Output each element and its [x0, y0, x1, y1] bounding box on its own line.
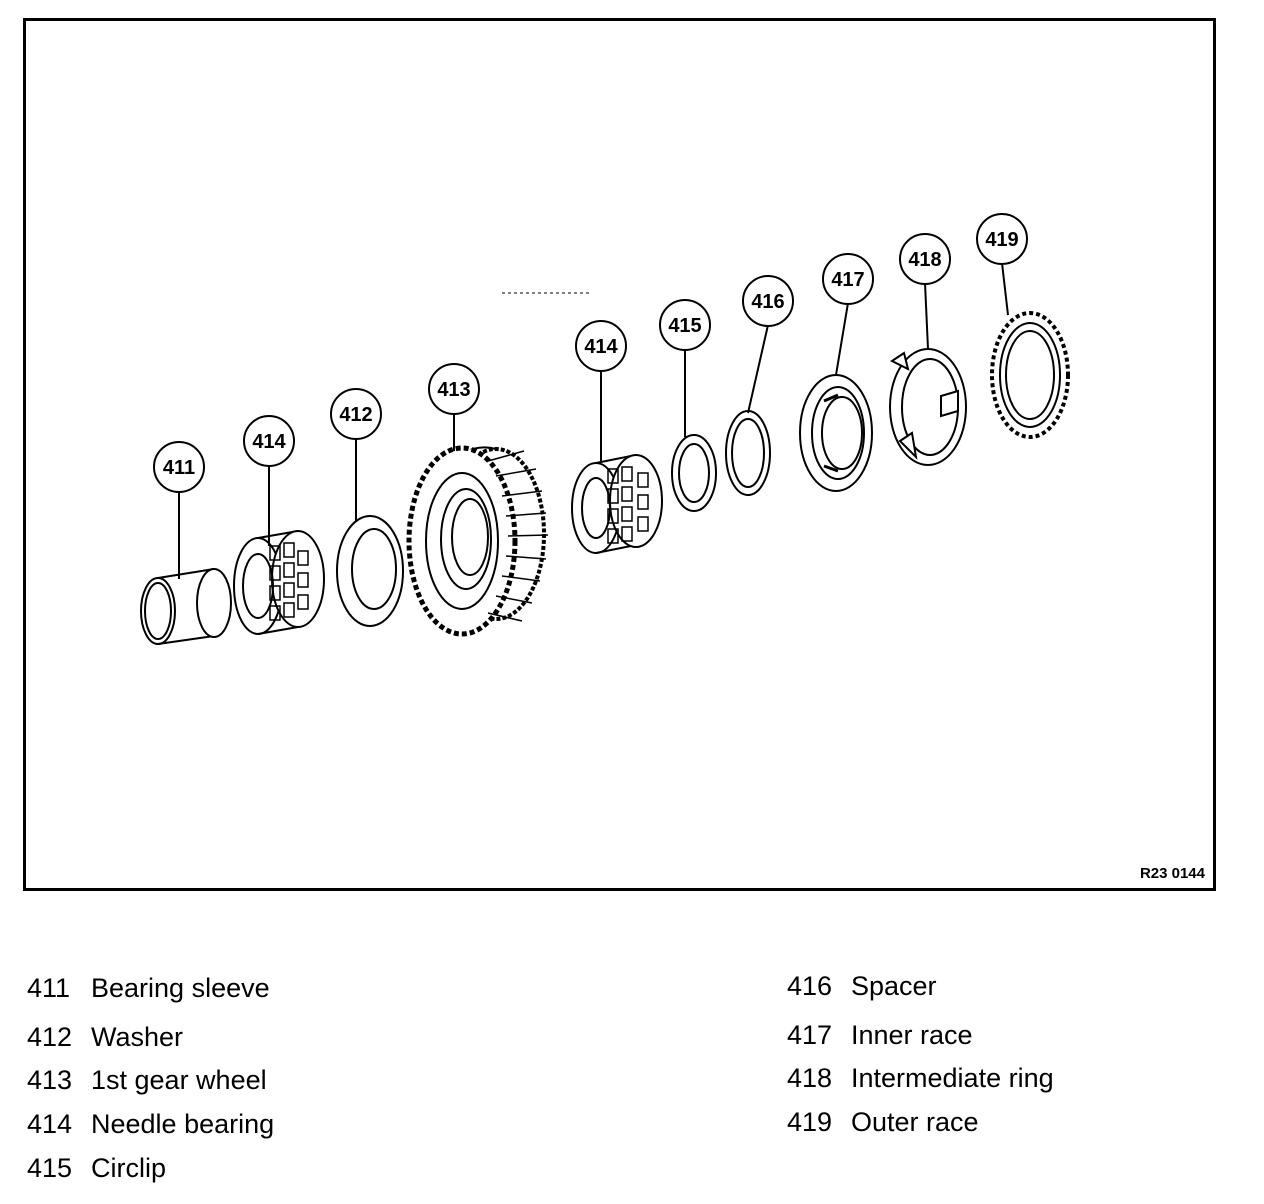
legend-number: 419: [787, 1107, 833, 1137]
callout-number: 411: [163, 457, 195, 479]
legend-item-412: 412 Washer: [27, 1021, 183, 1053]
needle-bearing-part-left: [233, 530, 325, 635]
callout-number: 415: [668, 315, 701, 337]
outer-race-part: [990, 311, 1070, 439]
circlip-part: [671, 434, 717, 512]
callout-circle: [575, 320, 627, 372]
callout-number: 416: [751, 291, 784, 313]
callout-419: 419: [976, 213, 1028, 265]
first-gear-wheel-part: [406, 445, 549, 637]
legend-label: Circlip: [91, 1153, 167, 1183]
callout-circle: [428, 363, 480, 415]
legend-item-415: 415 Circlip: [27, 1152, 166, 1184]
callout-number: 414: [252, 431, 286, 453]
legend-item-418: 418 Intermediate ring: [787, 1062, 1054, 1094]
callout-circle: [330, 388, 382, 440]
callout-circle: [742, 275, 794, 327]
legend-number: 416: [787, 971, 833, 1001]
callout-circle: [899, 233, 951, 285]
callout-circle: [243, 415, 295, 467]
spacer-part: [725, 410, 771, 496]
callout-418: 418: [899, 233, 951, 285]
legend-item-414: 414 Needle bearing: [27, 1108, 274, 1140]
callout-circle: [659, 299, 711, 351]
callout-413: 413: [428, 363, 480, 415]
callout-417: 417: [822, 253, 874, 305]
leader-lines: [178, 262, 1009, 579]
needle-bearing-part-right: [571, 454, 663, 554]
callout-circle: [976, 213, 1028, 265]
exploded-view-diagram: 411 414 412 413 414 415 416 417 418 419: [140, 213, 1070, 645]
legend-number: 415: [27, 1153, 73, 1183]
callout-number: 417: [831, 269, 864, 291]
callout-411: 411: [153, 441, 205, 493]
legend-number: 413: [27, 1065, 73, 1095]
legend-number: 412: [27, 1022, 73, 1052]
callout-414: 414: [575, 320, 627, 372]
callout-circle: [822, 253, 874, 305]
intermediate-ring-part: [889, 348, 967, 466]
callout-number: 419: [985, 229, 1018, 251]
washer-part: [336, 515, 404, 627]
legend-item-413: 413 1st gear wheel: [27, 1064, 267, 1096]
callout-number: 418: [908, 249, 941, 271]
callout-circle: [153, 441, 205, 493]
legend-label: Spacer: [851, 971, 937, 1001]
callout-labels: 411 414 412 413 414 415 416 417 418 419: [153, 213, 1028, 493]
legend-label: 1st gear wheel: [91, 1065, 267, 1095]
legend-number: 414: [27, 1109, 73, 1139]
exploded-diagram-frame: 411 414 412 413 414 415 416 417 418 419 R23 0144: [23, 18, 1216, 891]
callout-412: 412: [330, 388, 382, 440]
legend-item-419: 419 Outer race: [787, 1106, 979, 1138]
callout-416: 416: [742, 275, 794, 327]
callout-number: 414: [584, 336, 618, 358]
legend-number: 418: [787, 1063, 833, 1093]
callout-415: 415: [659, 299, 711, 351]
legend-item-416: 416 Spacer: [787, 970, 937, 1002]
legend-item-411: 411 Bearing sleeve: [27, 972, 270, 1004]
figure-reference-code: R23 0144: [1139, 865, 1205, 882]
callout-number: 413: [437, 379, 470, 401]
inner-race-part: [799, 374, 873, 492]
legend-number: 411: [27, 973, 71, 1003]
legend-label: Intermediate ring: [851, 1063, 1054, 1093]
legend-label: Bearing sleeve: [91, 973, 270, 1003]
callout-number: 412: [339, 404, 372, 426]
legend-label: Outer race: [851, 1107, 979, 1137]
legend-label: Needle bearing: [91, 1109, 275, 1139]
legend-label: Inner race: [851, 1020, 973, 1050]
callout-414: 414: [243, 415, 295, 467]
legend-label: Washer: [91, 1022, 184, 1052]
legend-number: 417: [787, 1020, 833, 1050]
bearing-sleeve-part: [140, 568, 232, 645]
legend-item-417: 417 Inner race: [787, 1019, 973, 1051]
